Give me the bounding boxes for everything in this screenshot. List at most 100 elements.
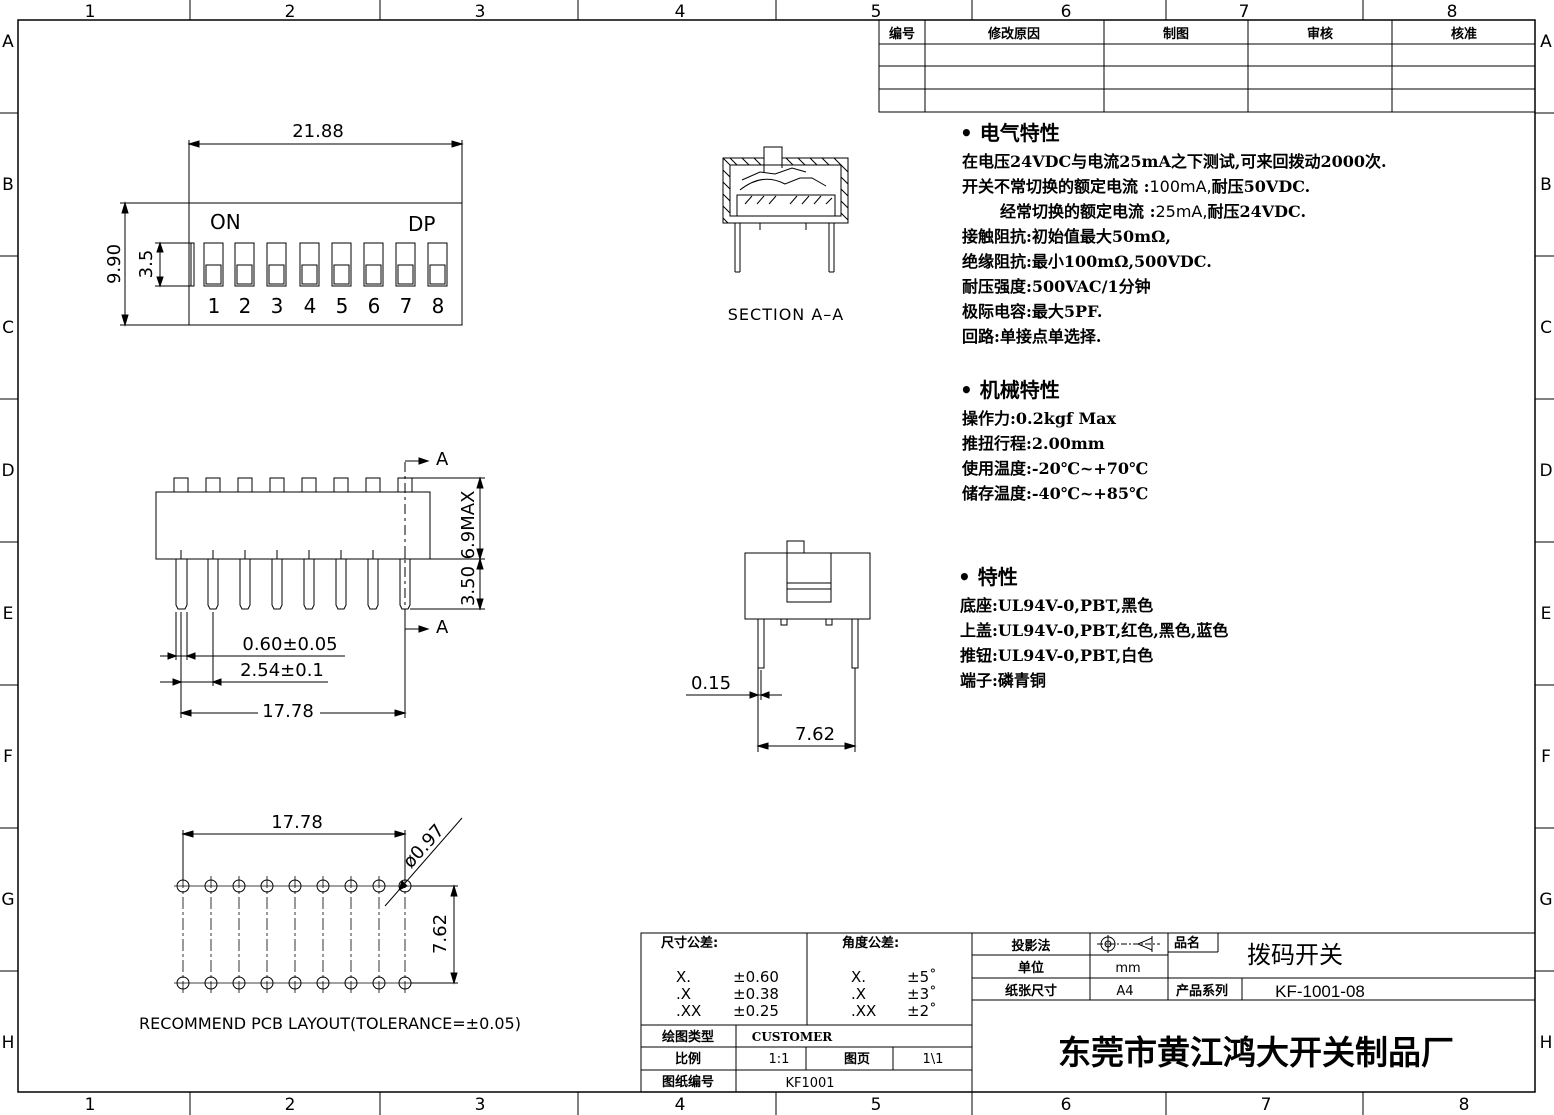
top-knob-dim: 3.5 — [136, 250, 157, 279]
dim-tol-key: .XX — [676, 1002, 701, 1020]
row-span-dim: 7.62 — [795, 724, 835, 745]
spec-line: 上盖:UL94V-0,PBT,红色,黑色,蓝色 — [960, 621, 1229, 640]
unit-value: mm — [1115, 961, 1140, 976]
col-label-top: 8 — [1447, 2, 1458, 22]
rev-header: 核准 — [1451, 26, 1477, 42]
rev-header: 制图 — [1163, 26, 1189, 42]
switch-number: 5 — [336, 294, 349, 318]
row-label-left: C — [2, 318, 14, 338]
side-pins — [175, 550, 411, 610]
spec-line: 接触阻抗:初始值最大50mΩ, — [962, 227, 1171, 246]
switch-number: 4 — [304, 294, 317, 318]
ang-tol-val: ±5˚ — [907, 968, 937, 986]
pcb-span-dim: 17.78 — [271, 812, 323, 833]
side-knobs — [173, 477, 413, 493]
col-label-top: 7 — [1239, 2, 1250, 22]
pcb-row-dim: 7.62 — [430, 914, 451, 954]
pcb-caption: RECOMMEND PCB LAYOUT(TOLERANCE=±0.05) — [139, 1014, 521, 1033]
top-view — [120, 140, 464, 327]
spec-line: 储存温度:-40℃~+85℃ — [962, 484, 1149, 503]
company-name: 东莞市黄江鸿大开关制品厂 — [1058, 1033, 1454, 1072]
col-label-bottom: 2 — [285, 1095, 296, 1115]
end-view — [686, 540, 871, 752]
row-label-left: F — [3, 747, 13, 767]
ang-tol-val: ±3˚ — [907, 985, 937, 1003]
row-label-right: H — [1540, 1033, 1553, 1053]
spec-line: 回路:单接点单选择. — [962, 327, 1102, 346]
ang-tol-val: ±2˚ — [907, 1002, 937, 1020]
row-label-right: E — [1541, 604, 1552, 624]
dim-tol-val: ±0.38 — [733, 985, 779, 1003]
product-name-label: 品名 — [1174, 935, 1200, 951]
paper-label: 纸张尺寸 — [1005, 983, 1057, 999]
section-view — [722, 146, 849, 273]
spec-part: 25mA, — [1155, 202, 1208, 221]
drawing-number-label: 图纸编号 — [662, 1074, 714, 1090]
row-label-right: F — [1541, 747, 1551, 767]
col-label-top: 6 — [1061, 2, 1072, 22]
rev-header: 审核 — [1307, 26, 1333, 42]
switch-number: 8 — [432, 294, 445, 318]
hole-dia-dim: ø0.97 — [399, 820, 449, 872]
thickness-dim: 0.15 — [691, 673, 731, 694]
spec-line: 推扭行程:2.00mm — [962, 434, 1105, 453]
drawing-number-value: KF1001 — [785, 1076, 834, 1091]
page-value: 1\1 — [923, 1052, 944, 1067]
drawing-type-label: 绘图类型 — [662, 1029, 714, 1045]
spec-line: 端子:磷青铜 — [960, 671, 1046, 690]
row-label-right: C — [1540, 318, 1552, 338]
row-label-right: G — [1539, 890, 1552, 910]
paper-value: A4 — [1116, 984, 1133, 999]
mechanical-title: • 机械特性 — [960, 378, 1060, 402]
electrical-title: • 电气特性 — [960, 121, 1060, 145]
body-height-dim: 6.9MAX — [458, 491, 479, 560]
switch-number: 1 — [208, 294, 221, 318]
switch-number: 6 — [368, 294, 381, 318]
ang-tol-key: .X — [851, 985, 866, 1003]
rev-header: 编号 — [889, 26, 915, 42]
row-label-right: B — [1540, 175, 1552, 195]
col-label-bottom: 8 — [1459, 1095, 1470, 1115]
title-block-grid — [640, 932, 1536, 1093]
row-label-right: A — [1540, 32, 1552, 52]
spec-part: 耐压24VDC. — [1207, 202, 1307, 221]
series-label: 产品系列 — [1176, 983, 1228, 999]
top-height-dim: 9.90 — [104, 244, 125, 284]
dim-tol-key: .X — [676, 985, 691, 1003]
unit-label: 单位 — [1018, 960, 1044, 976]
pitch-dim: 2.54±0.1 — [240, 660, 324, 681]
col-label-bottom: 1 — [85, 1095, 96, 1115]
row-label-left: A — [2, 32, 14, 52]
spec-part: 100mA, — [1149, 177, 1212, 196]
section-label: SECTION A–A — [728, 305, 844, 324]
row-label-left: B — [2, 175, 14, 195]
row-label-left: E — [3, 604, 14, 624]
page-label: 图页 — [844, 1052, 870, 1067]
span-dim: 17.78 — [262, 701, 314, 722]
col-label-bottom: 5 — [871, 1095, 882, 1115]
dim-tol-label: 尺寸公差: — [661, 935, 718, 951]
dim-tol-val: ±0.60 — [733, 968, 779, 986]
projection-icon — [1097, 935, 1160, 953]
product-name: 拨码开关 — [1247, 941, 1343, 969]
col-label-top: 2 — [285, 2, 296, 22]
col-label-bottom: 7 — [1261, 1095, 1272, 1115]
spec-line: 底座:UL94V-0,PBT,黑色 — [960, 596, 1154, 615]
col-label-top: 4 — [675, 2, 686, 22]
ang-tol-key: .XX — [851, 1002, 876, 1020]
projection-label: 投影法 — [1011, 938, 1050, 954]
dim-tol-val: ±0.25 — [733, 1002, 779, 1020]
col-label-top: 5 — [871, 2, 882, 22]
switch-number: 7 — [400, 294, 413, 318]
switch-number: 2 — [239, 294, 252, 318]
spec-line-rated-infrequent: 开关不常切换的额定电流 :100mA,耐压50VDC. — [962, 174, 1310, 199]
pin-length-dim: 3.50 — [458, 566, 479, 606]
dip-switches — [203, 242, 448, 287]
col-label-bottom: 4 — [675, 1095, 686, 1115]
spec-part: 开关不常切换的额定电流 : — [962, 177, 1150, 196]
col-label-top: 1 — [85, 2, 96, 22]
dp-label: DP — [408, 212, 435, 236]
col-label-bottom: 6 — [1061, 1095, 1072, 1115]
